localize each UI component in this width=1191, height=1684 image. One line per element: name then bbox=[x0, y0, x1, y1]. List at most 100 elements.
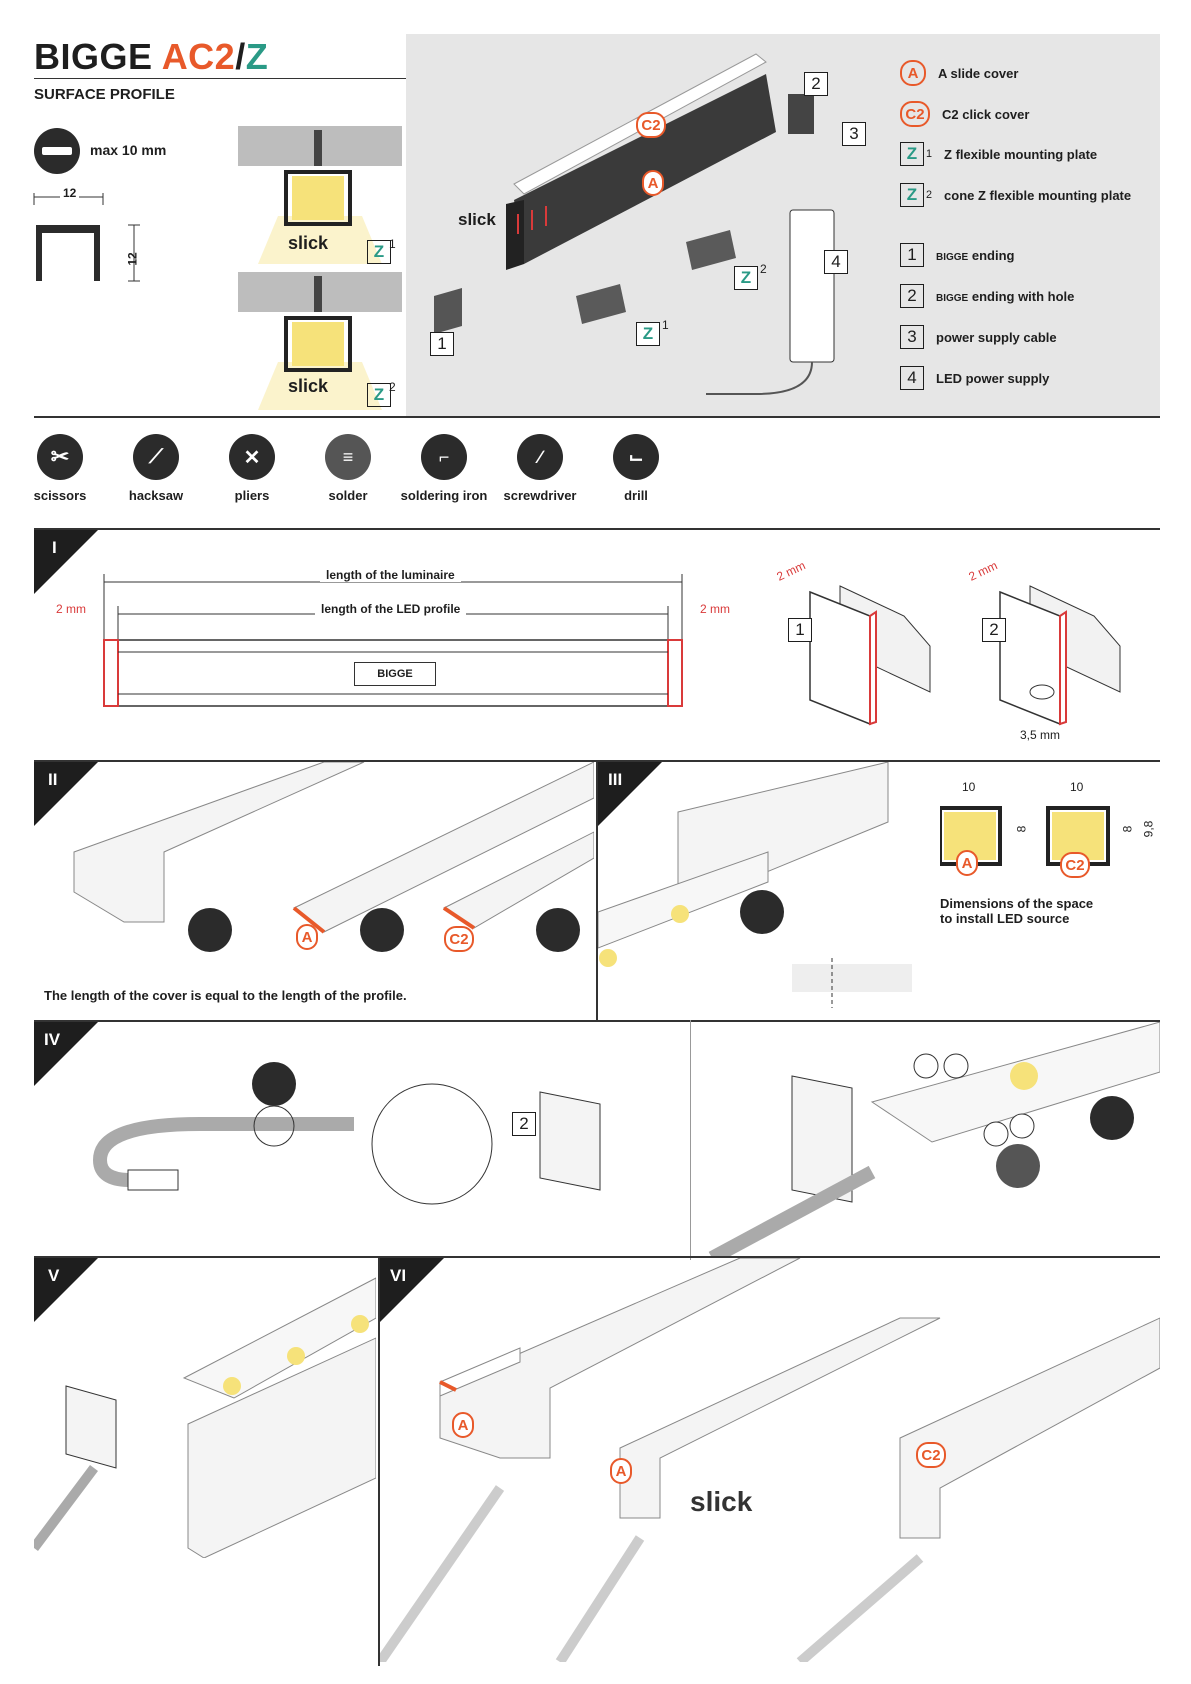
page-subtitle: SURFACE PROFILE bbox=[34, 86, 175, 103]
legend-badge: 3 bbox=[900, 325, 924, 349]
brand-name: BIGGE bbox=[34, 36, 153, 77]
step-3-caption-1: Dimensions of the space bbox=[940, 896, 1094, 911]
left-gap-label: 2 mm bbox=[56, 602, 86, 616]
step-6-a-tag-1: A bbox=[452, 1412, 474, 1438]
legend-label: Z flexible mounting plate bbox=[944, 146, 1098, 162]
legend-brand: BIGGE bbox=[936, 292, 969, 304]
step-4-number: IV bbox=[44, 1030, 61, 1049]
legend-label: cone Z flexible mounting plate bbox=[944, 187, 1132, 203]
end-cap-1-drawing bbox=[809, 585, 931, 726]
tool-solder: ≡ solder bbox=[303, 434, 393, 503]
legend-label: A slide cover bbox=[938, 65, 1019, 81]
drill-icon: ⌙ bbox=[613, 434, 659, 480]
end-cap-2-drawing bbox=[999, 585, 1121, 726]
legend-item-z1: Z 1 Z flexible mounting plate bbox=[900, 142, 1097, 166]
tool-label: screwdriver bbox=[503, 488, 577, 503]
step-3-marker bbox=[598, 762, 662, 826]
profile-width-dim: 12 bbox=[60, 186, 80, 200]
dim-c2-total-height: 9,8 bbox=[1141, 820, 1156, 838]
right-gap-label: 2 mm bbox=[700, 602, 730, 616]
end-cap-1-label: 1 bbox=[788, 618, 812, 642]
diagram-z2-sup: 2 bbox=[760, 262, 767, 276]
step-5-number: V bbox=[48, 1266, 60, 1285]
legend-item-a: A A slide cover bbox=[900, 60, 1018, 86]
tool-label: drill bbox=[624, 488, 648, 503]
step-1-number: I bbox=[52, 538, 57, 557]
mounting-z2-illustration bbox=[238, 272, 402, 410]
profile-model: AC2 bbox=[161, 36, 236, 77]
profile-length-label: length of the LED profile bbox=[315, 602, 467, 616]
step-3-a-tag: A bbox=[956, 850, 978, 876]
product-title: BIGGE AC2/Z bbox=[34, 36, 268, 78]
step-5-6-separator bbox=[378, 1256, 380, 1666]
hacksaw-icon: ⟋ bbox=[133, 434, 179, 480]
step-6-number: VI bbox=[390, 1266, 407, 1285]
end-cap-2-label: 2 bbox=[982, 618, 1006, 642]
step-4-end-label: 2 bbox=[512, 1112, 536, 1136]
hole-diameter-label: 3,5 mm bbox=[1020, 728, 1061, 742]
diagram-label-2: 2 bbox=[804, 72, 828, 96]
dim-a-height: 8 bbox=[1014, 825, 1029, 833]
legend-badge: Z bbox=[900, 183, 924, 207]
scissors-icon: ✂ bbox=[37, 434, 83, 480]
led-strip-cut-drawing bbox=[598, 762, 912, 1008]
step-2-marker bbox=[34, 762, 98, 826]
profile-variant: Z bbox=[245, 36, 269, 77]
step-3-caption-2: to install LED source bbox=[940, 911, 1070, 926]
legend-badge: Z bbox=[900, 142, 924, 166]
step-6-c2-tag: C2 bbox=[916, 1442, 946, 1468]
cable-prep-drawing bbox=[92, 1062, 601, 1205]
legend-sup: 1 bbox=[926, 148, 933, 160]
legend-badge: 2 bbox=[900, 284, 924, 308]
step-2-number: II bbox=[48, 770, 58, 789]
diagram-label-1: 1 bbox=[430, 332, 454, 356]
step-4-separator bbox=[690, 1020, 691, 1260]
step-3-c2-tag: C2 bbox=[1060, 852, 1090, 878]
step-5-divider bbox=[34, 1256, 1160, 1258]
diagram-slick-logo: slick bbox=[458, 210, 496, 229]
dim-c2-width: 10 bbox=[1070, 780, 1084, 794]
step-6-slick-logo: slick bbox=[690, 1486, 753, 1517]
soldering-drawing bbox=[708, 1022, 1160, 1258]
luminaire-length-label: length of the luminaire bbox=[320, 568, 461, 582]
legend-item-1: 1 BIGGE ending bbox=[900, 243, 1014, 267]
legend-brand: BIGGE bbox=[936, 251, 969, 263]
legend-item-2: 2 BIGGE ending with hole bbox=[900, 284, 1074, 308]
diagram-z2-badge: Z bbox=[734, 266, 758, 290]
tool-label: solder bbox=[328, 488, 368, 503]
legend-badge: 4 bbox=[900, 366, 924, 390]
header-divider bbox=[34, 416, 1160, 418]
slick-logo-2: slick bbox=[288, 376, 329, 396]
legend-item-c2: C2 C2 click cover bbox=[900, 101, 1029, 127]
cover-install-drawing bbox=[380, 1258, 1160, 1662]
step-2-a-tag: A bbox=[296, 924, 318, 950]
step-1-divider bbox=[34, 528, 1160, 530]
profile-cross-section bbox=[33, 193, 140, 282]
legend-item-3: 3 power supply cable bbox=[900, 325, 1057, 349]
solder-icon: ≡ bbox=[325, 434, 371, 480]
diagram-z1-badge: Z bbox=[636, 322, 660, 346]
legend-label: power supply cable bbox=[936, 329, 1057, 345]
mounting-z1-illustration bbox=[238, 126, 402, 264]
tool-label: hacksaw bbox=[128, 488, 184, 503]
step-4-divider bbox=[34, 1020, 1160, 1022]
title-underline bbox=[34, 78, 406, 79]
z2-superscript: 2 bbox=[389, 380, 396, 394]
dim-a-width: 10 bbox=[962, 780, 976, 794]
led-strip-icon bbox=[34, 128, 80, 174]
tool-drill: ⌙ drill bbox=[591, 434, 681, 503]
diagram-label-4: 4 bbox=[824, 250, 848, 274]
legend-badge: C2 bbox=[900, 101, 930, 127]
tool-hacksaw: ⟋ hacksaw bbox=[111, 434, 201, 503]
slick-logo-1: slick bbox=[288, 233, 329, 253]
step-6-a-tag-2: A bbox=[610, 1458, 632, 1484]
step-2-c2-tag: C2 bbox=[444, 926, 474, 952]
z2-badge: Z bbox=[367, 383, 391, 407]
dim-c2-height: 8 bbox=[1120, 825, 1135, 833]
step-3-number: III bbox=[608, 770, 623, 789]
step-2-3-separator bbox=[596, 760, 598, 1020]
legend-badge: 1 bbox=[900, 243, 924, 267]
screwdriver-icon: ∕ bbox=[517, 434, 563, 480]
pliers-icon: ✕ bbox=[229, 434, 275, 480]
legend-item-4: 4 LED power supply bbox=[900, 366, 1049, 390]
